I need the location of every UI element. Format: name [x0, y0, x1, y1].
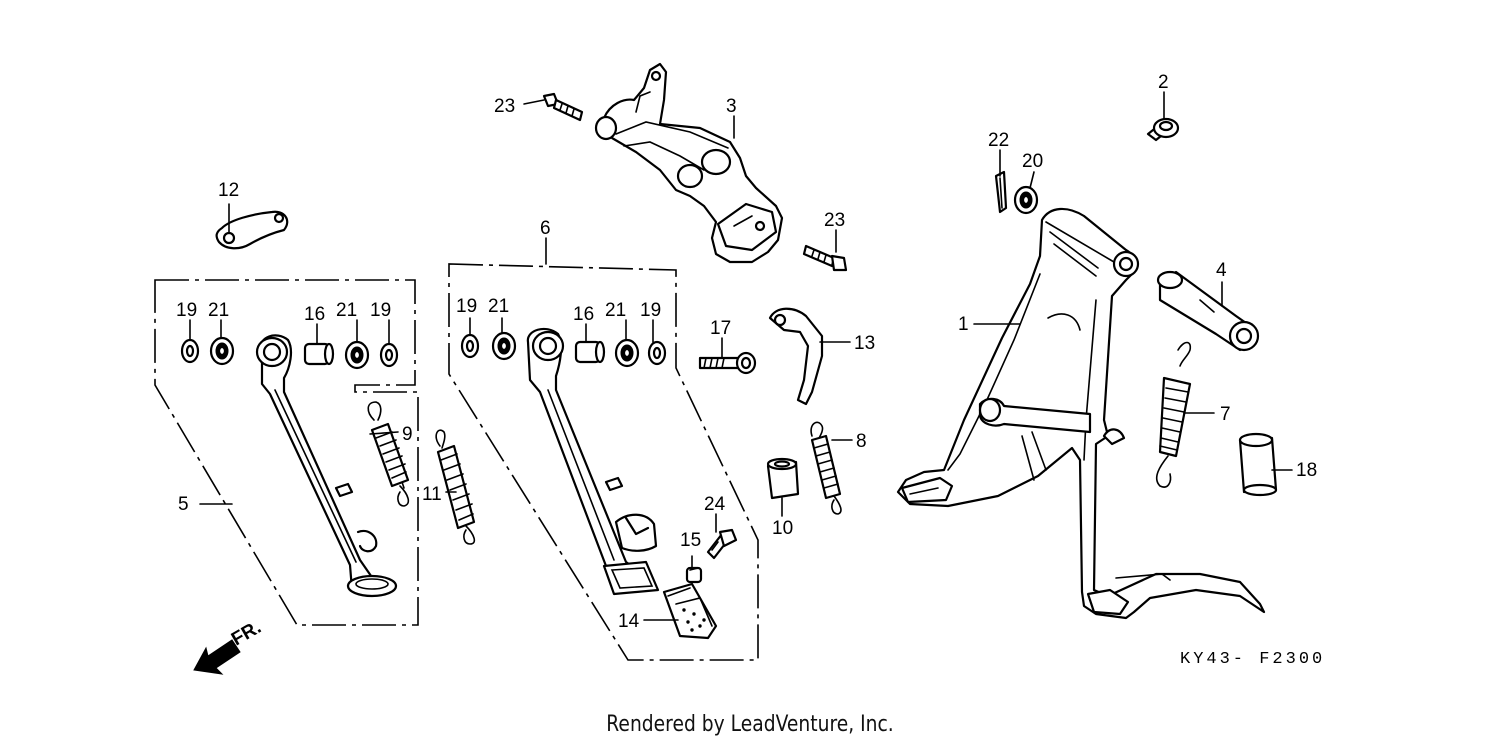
callout-19: 19 [370, 300, 391, 321]
callout-18: 18 [1296, 460, 1317, 481]
callout-16: 16 [573, 304, 594, 325]
callout-2: 2 [1158, 72, 1169, 93]
callout-13: 13 [854, 333, 875, 354]
callout-9: 9 [402, 424, 413, 445]
part-17-bolt [698, 351, 757, 375]
callout-3: 3 [726, 96, 737, 117]
callout-4: 4 [1216, 260, 1227, 281]
callout-labels: 12 19 21 16 21 19 5 9 11 6 19 21 16 21 1… [176, 72, 1317, 632]
part-7-spring [1155, 341, 1192, 488]
part-23-bolt-lower [802, 244, 848, 272]
callout-15: 15 [680, 530, 701, 551]
left-group-washers [180, 336, 399, 370]
callout-8: 8 [856, 431, 867, 452]
callout-6: 6 [540, 218, 551, 239]
callout-14: 14 [618, 611, 640, 632]
group-outline-6 [448, 263, 759, 661]
part-8-spring [810, 421, 842, 515]
callout-17: 17 [710, 318, 731, 339]
part-14-rubber-pad [662, 582, 718, 640]
callout-23: 23 [494, 96, 515, 117]
part-2-nut [1146, 117, 1180, 142]
callout-7: 7 [1220, 404, 1231, 425]
part-13-bracket [768, 307, 824, 406]
callout-12: 12 [218, 180, 239, 201]
callout-23: 23 [824, 210, 845, 231]
callout-11: 11 [422, 484, 442, 505]
callout-24: 24 [704, 494, 726, 515]
part-9-spring [367, 401, 410, 507]
callout-5: 5 [178, 494, 189, 515]
part-10-collar [766, 457, 800, 500]
part-18-collar [1238, 432, 1278, 497]
part-22-cotter-pin [994, 170, 1008, 214]
part-4-pivot-shaft [1156, 270, 1260, 352]
callout-16: 16 [304, 304, 325, 325]
part-20-washer [1013, 185, 1039, 215]
group-outline-5 [154, 279, 419, 626]
callout-21: 21 [336, 300, 357, 321]
part-6-side-stand [526, 327, 660, 596]
part-5-side-stand [255, 334, 398, 598]
front-direction-arrow: FR. [193, 617, 265, 675]
callout-21: 21 [488, 296, 509, 317]
part-12-bracket [215, 210, 289, 250]
part-23-bolt-upper [542, 92, 584, 122]
callout-21: 21 [605, 300, 626, 321]
leader-lines [189, 91, 1293, 621]
callout-22: 22 [988, 130, 1009, 151]
center-group-washers [460, 331, 667, 368]
diagram-code: KY43- F2300 [1180, 650, 1325, 669]
part-15-cap [685, 566, 703, 584]
callout-20: 20 [1022, 151, 1043, 172]
callout-1: 1 [958, 314, 969, 335]
callout-10: 10 [772, 518, 793, 539]
part-3-stand-bracket [594, 62, 784, 264]
callout-19: 19 [176, 300, 197, 321]
callout-19: 19 [456, 296, 477, 317]
callout-21: 21 [208, 300, 229, 321]
part-24-bolt [706, 528, 738, 560]
callout-19: 19 [640, 300, 661, 321]
part-1-main-stand [896, 207, 1266, 620]
footer-credit: Rendered by LeadVenture, Inc. [606, 712, 894, 737]
part-11-spring [435, 429, 476, 545]
